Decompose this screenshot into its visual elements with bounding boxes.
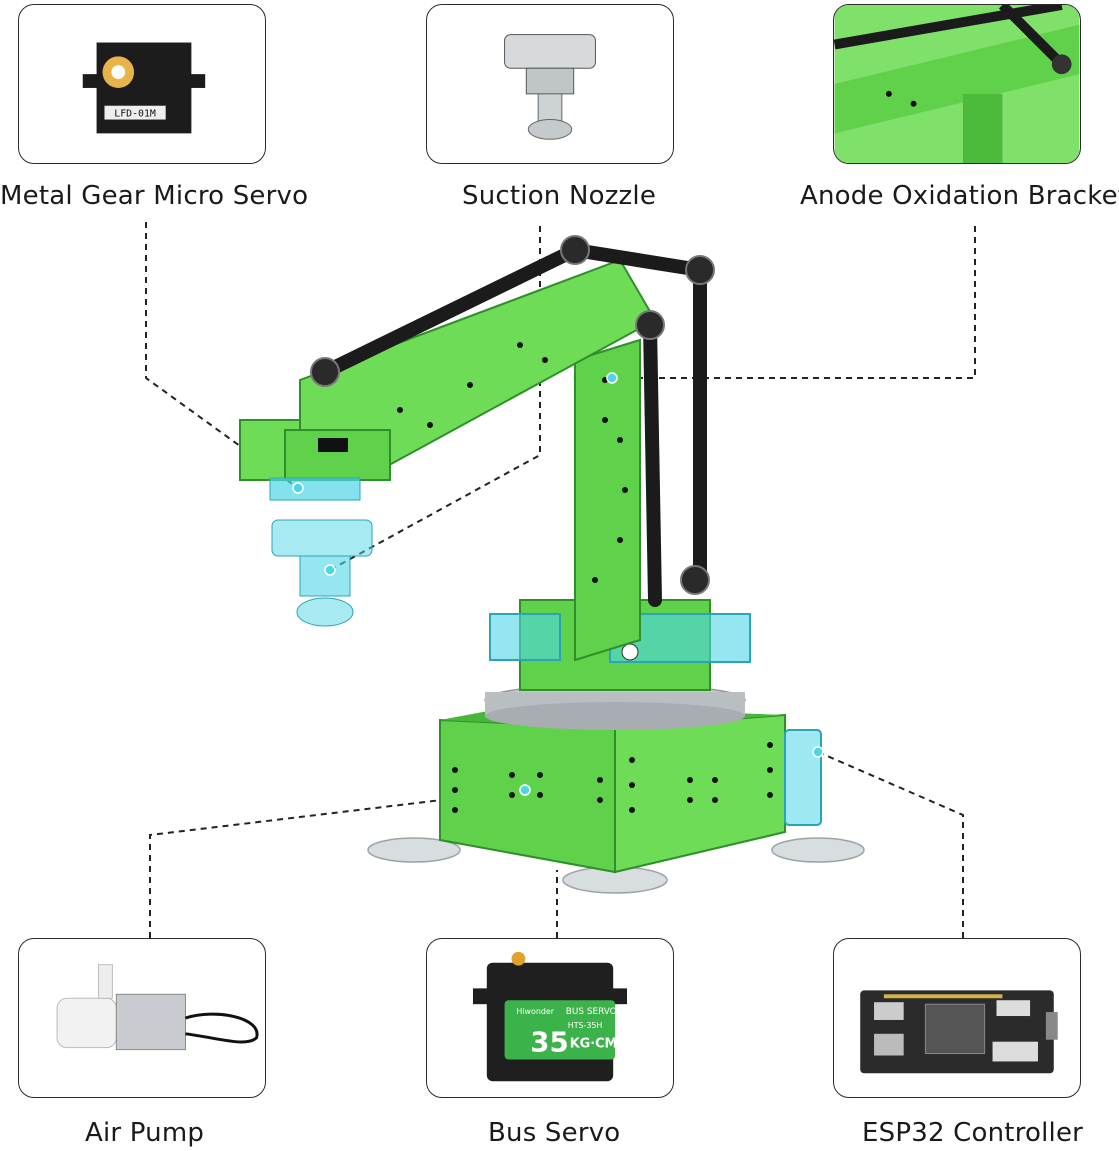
air-pump-icon — [56, 964, 259, 1051]
nozzle-card — [426, 4, 674, 164]
svg-text:LFD-01M: LFD-01M — [114, 109, 156, 120]
micro-servo-icon: LFD-01M — [82, 42, 206, 134]
svg-text:KG·CM: KG·CM — [570, 1037, 618, 1052]
svg-text:35: 35 — [530, 1026, 568, 1059]
pump-label: Air Pump — [85, 1118, 205, 1148]
leader-line-nozzle — [329, 226, 541, 571]
svg-text:HTS-35H: HTS-35H — [568, 1021, 603, 1030]
vertical-arm — [574, 338, 641, 662]
bracket-icon — [834, 5, 1080, 163]
bus-servo-card: Hiwonder BUS SERVO HTS-35H 35 KG·CM — [426, 938, 674, 1098]
micro-servo-label: Metal Gear Micro Servo — [0, 181, 309, 211]
callout-dots — [292, 372, 824, 796]
svg-text:BUS SERVO: BUS SERVO — [566, 1007, 617, 1017]
leader-line-bracket — [612, 226, 976, 379]
pump-card — [18, 938, 266, 1098]
leader-line-pump — [149, 789, 526, 938]
svg-text:Hiwonder: Hiwonder — [516, 1007, 554, 1016]
nozzle-label: Suction Nozzle — [462, 181, 657, 211]
end-effector — [239, 419, 391, 627]
micro-servo-card: LFD-01M — [18, 4, 266, 164]
suction-cups — [367, 837, 865, 894]
base-box — [439, 705, 786, 874]
leader-line-esp32 — [817, 751, 964, 938]
bracket-card — [833, 4, 1081, 164]
esp32-label: ESP32 Controller — [862, 1118, 1084, 1148]
turntable — [484, 683, 746, 730]
esp32-card — [833, 938, 1081, 1098]
bus-servo-label: Bus Servo — [488, 1118, 621, 1148]
side-controller-box — [784, 729, 822, 826]
leader-lines — [145, 222, 976, 938]
esp32-board-icon — [860, 990, 1058, 1074]
leader-line-micro-servo — [145, 222, 299, 489]
bus-servo-icon: Hiwonder BUS SERVO HTS-35H 35 KG·CM — [472, 951, 628, 1082]
black-linkages — [318, 243, 707, 607]
bracket-label: Anode Oxidation Bracket — [800, 181, 1119, 211]
suction-nozzle-icon — [504, 34, 596, 140]
